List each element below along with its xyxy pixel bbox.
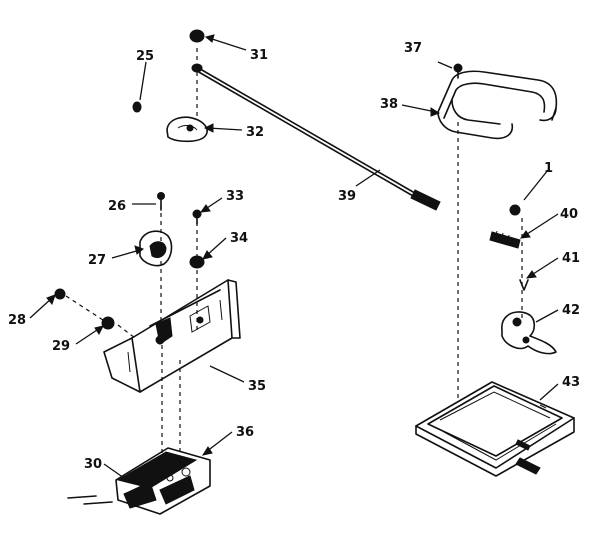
callout-26: 26 <box>108 199 126 214</box>
part-38-handle <box>437 70 558 140</box>
leader-41 <box>529 257 559 277</box>
leader-40 <box>523 213 559 237</box>
alignment-line-29-bracket <box>117 324 136 339</box>
part-31-cap <box>189 29 205 43</box>
callout-27: 27 <box>88 253 106 268</box>
leader-43 <box>539 383 559 401</box>
callout-41: 41 <box>562 251 580 266</box>
callout-35: 35 <box>248 379 266 394</box>
callout-labels: 31 25 32 39 37 38 1 40 41 42 43 26 33 34… <box>8 41 580 472</box>
leader-36 <box>205 431 233 453</box>
callout-36: 36 <box>236 425 254 440</box>
part-34-nut <box>189 255 205 269</box>
callout-31: 31 <box>250 48 268 63</box>
leader-39 <box>355 169 381 187</box>
callout-42: 42 <box>562 303 580 318</box>
part-37-screw <box>453 63 463 79</box>
part-36-control <box>67 447 211 515</box>
part-41-clip <box>519 279 529 291</box>
leader-38 <box>401 104 437 113</box>
part-32-cam <box>166 116 208 143</box>
callout-1: 1 <box>544 161 553 176</box>
part-42-latch <box>501 311 557 355</box>
callout-33: 33 <box>226 189 244 204</box>
callout-37: 37 <box>404 41 422 56</box>
leader-25 <box>139 61 147 101</box>
leader-31 <box>208 37 247 51</box>
leader-28 <box>29 297 53 319</box>
leader-27 <box>111 249 141 259</box>
leader-30 <box>103 463 125 479</box>
part-35-bracket <box>103 279 241 393</box>
leader-35 <box>209 365 245 383</box>
callout-43: 43 <box>562 375 580 390</box>
leader-1 <box>523 169 549 201</box>
callout-32: 32 <box>246 125 264 140</box>
callout-29: 29 <box>52 339 70 354</box>
leader-lines <box>29 34 559 479</box>
part-26-screw <box>157 192 165 211</box>
part-39-rod <box>191 63 441 211</box>
leader-37 <box>437 61 453 69</box>
alignment-line-28-29 <box>65 295 104 321</box>
leader-32 <box>207 127 243 131</box>
part-40-stud <box>489 230 521 249</box>
callout-28: 28 <box>8 313 26 328</box>
callout-25: 25 <box>136 49 154 64</box>
callout-38: 38 <box>380 97 398 112</box>
leader-29 <box>75 327 101 345</box>
leader-42 <box>535 309 559 323</box>
leader-34 <box>205 237 227 257</box>
part-33-screw <box>192 209 202 225</box>
part-25-clip <box>132 101 142 113</box>
part-1-clip <box>509 204 521 216</box>
callout-34: 34 <box>230 231 248 246</box>
part-43-tray <box>415 381 575 477</box>
callout-39: 39 <box>338 189 356 204</box>
callout-30: 30 <box>84 457 102 472</box>
callout-40: 40 <box>560 207 578 222</box>
part-28-screw <box>54 288 66 300</box>
part-29-nut <box>101 316 115 330</box>
part-27-bracket <box>139 230 173 267</box>
